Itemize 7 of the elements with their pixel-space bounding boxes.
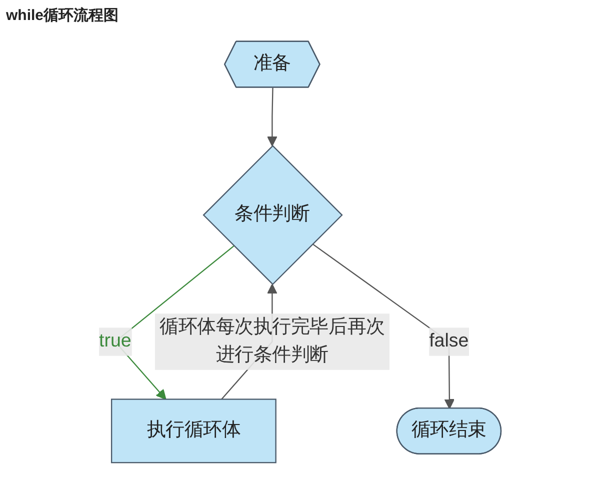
edge-label: 循环体每次执行完毕后再次进行条件判断 <box>160 317 385 366</box>
diagram-title: while循环流程图 <box>6 6 119 25</box>
node-diamond: 条件判断 <box>202 144 343 286</box>
edge-label: true <box>99 331 132 352</box>
node-box: 执行循环体 <box>110 398 276 464</box>
edge-label: false <box>429 331 469 352</box>
arrow <box>267 88 278 146</box>
